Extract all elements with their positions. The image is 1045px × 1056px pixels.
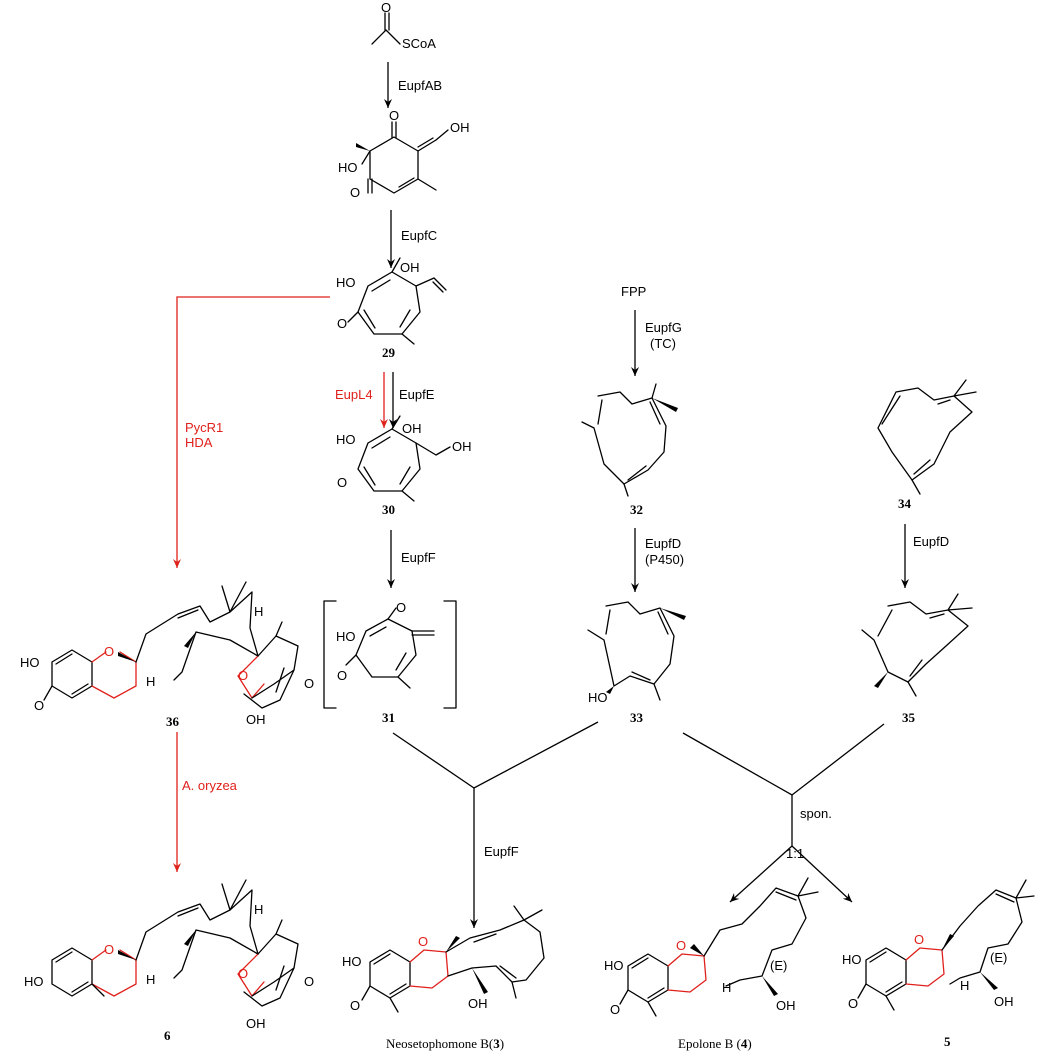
- atom-ho: HO: [20, 655, 40, 670]
- compound-32: 32: [581, 383, 678, 517]
- step-spon: spon.: [800, 806, 832, 821]
- atom-o-ring: O: [676, 938, 686, 953]
- atom-ho: HO: [336, 629, 356, 644]
- atom-o2: O: [337, 668, 347, 683]
- atom-o-right: O: [304, 676, 314, 691]
- compound-label-36: 36: [166, 714, 180, 729]
- step-eupfg: EupfG: [645, 320, 682, 335]
- step-eupfd-2: EupfD: [913, 534, 949, 549]
- atom-o: O: [381, 0, 391, 15]
- atom-ho: HO: [588, 690, 608, 705]
- compound-name-3: Neosetophomone B(3): [386, 1036, 504, 1051]
- atom-h: H: [960, 978, 969, 993]
- compound-label-31: 31: [382, 710, 395, 725]
- atom-o: O: [337, 316, 347, 331]
- compound-4: HO O O H OH (E) Epolone B (4): [604, 877, 819, 1051]
- compound-label-32: 32: [630, 502, 643, 517]
- atom-oh: OH: [402, 421, 422, 436]
- compound-acetyl-coa: O SCoA: [371, 0, 436, 51]
- compound-label-29: 29: [382, 345, 396, 360]
- atom-oh2: OH: [452, 439, 472, 454]
- step-a-oryzea: A. oryzea: [182, 778, 238, 793]
- compound-35: 35: [861, 593, 973, 725]
- atom-ho: HO: [336, 432, 356, 447]
- atom-o-ring2: O: [238, 668, 248, 683]
- atom-o-ring2: O: [238, 966, 248, 981]
- atom-h2: H: [254, 902, 263, 917]
- step-eupff-2: EupfF: [484, 844, 519, 859]
- atom-scoa: SCoA: [402, 36, 436, 51]
- arrow-to-4: [729, 845, 793, 903]
- step-eupff-1: EupfF: [401, 550, 436, 565]
- compound-5: HO O O H OH (E) 5: [842, 879, 1035, 1049]
- atom-o-ring: O: [418, 934, 428, 949]
- atom-oh: OH: [246, 712, 266, 727]
- compound-label-6: 6: [164, 1028, 171, 1043]
- atom-o-left: O: [34, 698, 44, 713]
- atom-o2: O: [350, 185, 360, 200]
- atom-ho: HO: [24, 974, 44, 989]
- compound-label-34: 34: [898, 496, 912, 511]
- step-eupfe: EupfE: [399, 387, 435, 402]
- atom-o-ring: O: [914, 932, 924, 947]
- compound-33: HO 33: [587, 601, 686, 725]
- step-hda: HDA: [185, 435, 213, 450]
- compound-fpp: FPP: [621, 284, 646, 299]
- step-eupl4: EupL4: [335, 387, 373, 402]
- atom-oh: OH: [400, 260, 420, 275]
- atom-o1: O: [396, 600, 406, 615]
- step-eupfab: EupfAB: [398, 78, 442, 93]
- compound-label-33: 33: [630, 710, 644, 725]
- compound-label-35: 35: [902, 710, 916, 725]
- compound-name-4: Epolone B (4): [678, 1036, 752, 1051]
- compound-precursor: O OH HO O: [338, 108, 470, 200]
- atom-h1: H: [146, 674, 155, 689]
- atom-ho: HO: [336, 275, 356, 290]
- atom-h: H: [722, 980, 731, 995]
- compound-36: HO O O H H O O OH 36: [20, 581, 314, 729]
- compound-3: HO O O OH Neosetophomone B(3): [342, 905, 545, 1051]
- merge-lines-45: [682, 723, 885, 796]
- atom-ho: HO: [604, 958, 624, 973]
- compound-29: HO OH O 29: [336, 257, 447, 360]
- atom-ho: HO: [842, 952, 862, 967]
- atom-oh: OH: [450, 120, 470, 135]
- atom-o: O: [350, 998, 360, 1013]
- atom-oh: OH: [776, 998, 796, 1013]
- arrow-to-5: [791, 845, 853, 903]
- atom-o: O: [337, 475, 347, 490]
- arrow-pycr1: [173, 296, 330, 568]
- step-eupfc: EupfC: [401, 228, 437, 243]
- step-eupfg-note: (TC): [650, 336, 676, 351]
- atom-h2: H: [254, 604, 263, 619]
- atom-e: (E): [770, 958, 787, 973]
- atom-e: (E): [990, 950, 1007, 965]
- step-eupfd-1-note: (P450): [645, 552, 684, 567]
- step-eupfd-1: EupfD: [645, 536, 681, 551]
- atom-ho: HO: [338, 160, 358, 175]
- atom-oh: OH: [468, 996, 488, 1011]
- atom-o1: O: [389, 108, 399, 123]
- atom-h1: H: [146, 972, 155, 987]
- compound-30: HO OH OH O 30: [336, 415, 472, 517]
- step-pycr1: PycR1: [185, 420, 223, 435]
- step-ratio: 1:1: [786, 846, 804, 861]
- compound-31: HO O O 31: [323, 600, 457, 725]
- atom-ho: HO: [342, 954, 362, 969]
- compound-6: HO O H H O O OH 6: [24, 879, 314, 1043]
- atom-oh: OH: [246, 1016, 266, 1031]
- compound-label-5: 5: [944, 1034, 951, 1049]
- compound-34: 34: [877, 379, 977, 511]
- atom-o-right: O: [304, 974, 314, 989]
- merge-lines-3: [392, 721, 599, 789]
- atom-o: O: [610, 1002, 620, 1017]
- compound-label-30: 30: [382, 502, 395, 517]
- atom-o: O: [848, 996, 858, 1011]
- atom-oh: OH: [994, 994, 1014, 1009]
- atom-o-ring1: O: [104, 644, 114, 659]
- atom-o-ring1: O: [104, 942, 114, 957]
